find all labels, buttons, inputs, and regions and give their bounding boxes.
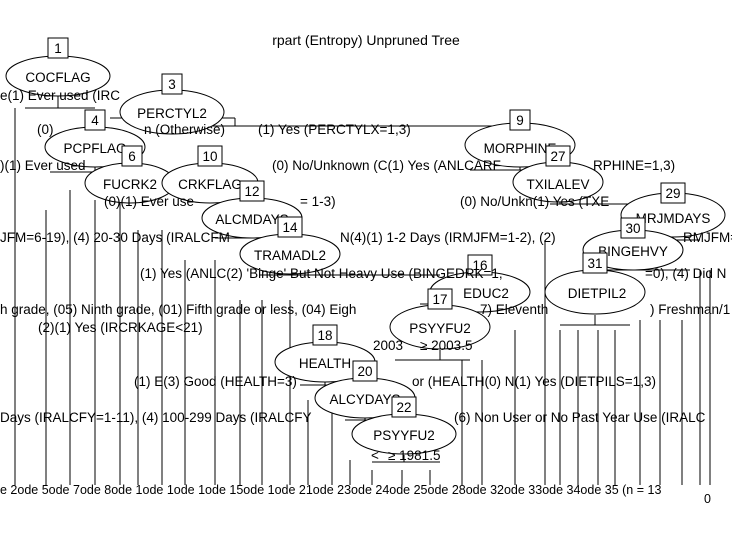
- split-label: (0): [37, 122, 54, 137]
- edge: [395, 350, 470, 361]
- split-label: ≥ 1981.5: [388, 448, 440, 463]
- node-12: 12 ALCMDAYS: [201, 180, 303, 239]
- split-label: JFM=6-19), (4) 20-30 Days (IRALCFM: [0, 230, 230, 245]
- split-label: RPHINE=1,3): [593, 158, 675, 173]
- split-label: (0) No/Unknown (C(1) Yes (ANLCARF: [272, 158, 501, 173]
- edge: [560, 315, 630, 326]
- node-31: 31 DIETPIL2: [544, 252, 646, 315]
- node-variable: ALCMDAYS: [215, 212, 288, 227]
- node-number: 4: [91, 113, 99, 128]
- split-label: (6) Non User or No Past Year Use (IRALC: [454, 410, 706, 425]
- node-number: 27: [550, 149, 565, 164]
- split-label: (1) E(3) Good (HEALTH=3): [134, 374, 297, 389]
- split-label: ) Freshman/1: [650, 302, 730, 317]
- split-label: h grade, (05) Ninth grade, (01) Fifth gr…: [0, 302, 356, 317]
- leaf-label-row: e 2ode 5ode 7ode 8ode 1ode 1ode 1ode 15o…: [0, 483, 661, 497]
- split-labels: e(1) Ever used (IRC (0) n (Otherwise) (1…: [0, 88, 732, 463]
- node-variable: MORPHINE: [484, 141, 557, 156]
- node-number: 18: [317, 328, 332, 343]
- node-20: 20 ALCYDAYS: [314, 360, 416, 419]
- split-label: n (Otherwise): [144, 122, 225, 137]
- node-number: 9: [516, 113, 524, 128]
- split-label: = 1-3): [300, 194, 336, 209]
- node-number: 29: [665, 186, 680, 201]
- node-variable: PERCTYL2: [137, 106, 207, 121]
- node-6: 6 FUCRK2: [84, 145, 176, 204]
- chart-title: rpart (Entropy) Unpruned Tree: [272, 32, 460, 48]
- node-variable: TRAMADL2: [254, 248, 326, 263]
- node-variable: ALCYDAYS: [329, 392, 400, 407]
- split-label: N(4)(1) 1-2 Days (IRMJFM=1-2), (2): [340, 230, 556, 245]
- node-variable: PCPFLAG: [63, 141, 126, 156]
- split-label: e(1) Ever used (IRC: [0, 88, 120, 103]
- node-number: 31: [587, 256, 602, 271]
- node-variable: PSYYFU2: [373, 428, 435, 443]
- node-30: 30 BINGEHVY: [582, 217, 684, 271]
- edge: [14, 108, 711, 485]
- node-number: 3: [168, 77, 176, 92]
- split-label: <: [371, 448, 379, 463]
- node-variable: COCFLAG: [25, 70, 90, 85]
- edge: [372, 455, 440, 463]
- node-variable: BINGEHVY: [598, 244, 668, 259]
- node-number: 14: [282, 220, 298, 235]
- node-number: 1: [54, 41, 62, 56]
- node-16: 16 EDUC2: [429, 254, 531, 313]
- node-number: 20: [357, 364, 372, 379]
- split-label: 2003: [373, 338, 403, 353]
- split-label: (2)(1) Yes (IRCRKAGE<21): [38, 320, 203, 335]
- split-label: ≥ 2003.5: [420, 338, 472, 353]
- node-number: 6: [128, 149, 136, 164]
- leaf-label: 0: [704, 492, 711, 506]
- node-29: 29 MRJMDAYS: [620, 182, 726, 238]
- node-4: 4 PCPFLAG: [44, 109, 146, 168]
- split-label: 7) Eleventh: [480, 302, 548, 317]
- node-number: 22: [396, 400, 411, 415]
- node-17: 17 PSYYFU2: [389, 288, 491, 350]
- node-variable: MRJMDAYS: [636, 211, 711, 226]
- edge: [25, 96, 95, 109]
- node-variable: DIETPIL2: [568, 286, 627, 301]
- split-label: (0) No/Unkn(1) Yes (TXE: [460, 194, 609, 209]
- node-number: 16: [472, 258, 487, 273]
- node-variable: FUCRK2: [103, 177, 157, 192]
- split-label: (1) Yes (ANLC(2) 'Binge' But Not Heavy U…: [140, 266, 503, 281]
- node-3: 3 PERCTYL2: [119, 73, 225, 135]
- node-10: 10 CRKFLAG: [161, 145, 259, 204]
- leaf-labels: e 2ode 5ode 7ode 8ode 1ode 1ode 1ode 15o…: [0, 483, 711, 506]
- node-27: 27 TXILALEV: [512, 145, 604, 203]
- node-14: 14 TRAMADL2: [239, 216, 341, 275]
- node-number: 10: [202, 149, 217, 164]
- node-number: 17: [432, 292, 447, 307]
- node-number: 30: [625, 221, 640, 236]
- split-label: (0)(1) Ever use: [104, 194, 194, 209]
- node-variable: CRKFLAG: [178, 177, 242, 192]
- node-variable: PSYYFU2: [409, 321, 471, 336]
- split-label: or (HEALTH(0) N(1) Yes (DIETPILS=1,3): [412, 374, 656, 389]
- split-label: )(1) Ever used: [0, 158, 86, 173]
- split-label: RMJFM=: [683, 230, 732, 245]
- split-label: Days (IRALCFY=1-11), (4) 100-299 Days (I…: [0, 410, 311, 425]
- node-variable: HEALTH: [299, 356, 351, 371]
- node-variable: EDUC2: [463, 286, 509, 301]
- split-label: (1) Yes (PERCTYLX=1,3): [258, 122, 411, 137]
- split-label: =0), (4) Did N: [645, 266, 726, 281]
- edge: [210, 118, 520, 127]
- node-variable: TXILALEV: [526, 177, 589, 192]
- node-22: 22 PSYYFU2: [351, 396, 457, 455]
- node-1: 1 COCFLAG: [5, 37, 111, 97]
- node-number: 12: [244, 184, 259, 199]
